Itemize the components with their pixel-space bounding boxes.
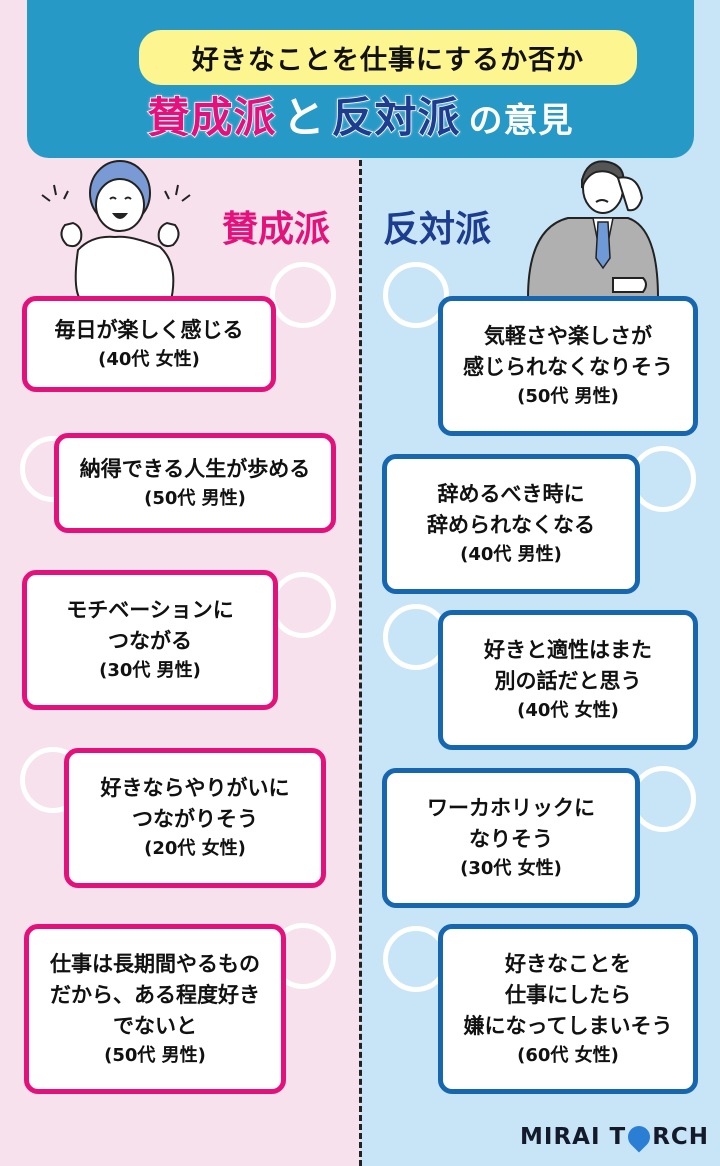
- respondent: (20代 女性): [144, 838, 246, 859]
- opinion-text: 仕事は長期間やるもの: [50, 951, 260, 976]
- title-pro: 賛成派: [147, 92, 277, 143]
- con-opinion-card: 辞めるべき時に 辞められなくなる (40代 男性): [382, 454, 640, 594]
- con-opinion-card: ワーカホリックに なりそう (30代 女性): [382, 768, 640, 908]
- respondent: (40代 女性): [517, 700, 619, 721]
- logo-text-right: RCH: [652, 1124, 710, 1150]
- opinion-text: 別の話だと思う: [494, 669, 642, 693]
- title-con: 反対派: [331, 92, 461, 143]
- respondent: (40代 女性): [98, 348, 200, 370]
- title-suffix: の意見: [468, 101, 574, 141]
- respondent: (30代 女性): [460, 858, 562, 879]
- header-banner: 好きなことを仕事にするか否か 賛成派 と 反対派 の意見: [27, 0, 694, 158]
- opinion-text: つながる: [108, 629, 192, 653]
- opinion-text: 嫌になってしまいそう: [463, 1013, 673, 1038]
- center-dashed-divider: [359, 160, 362, 1166]
- opinion-text: 毎日が楽しく感じる: [54, 317, 244, 342]
- dizzy-face-icon: [383, 262, 449, 328]
- opinion-text: だから、ある程度好き: [50, 982, 260, 1007]
- subtitle: 好きなことを仕事にするか否か: [139, 30, 637, 85]
- opinion-text: 辞められなくなる: [427, 513, 595, 537]
- opinion-text: つながりそう: [132, 807, 258, 831]
- pro-opinion-card: 仕事は長期間やるもの だから、ある程度好き でないと (50代 男性): [24, 924, 286, 1094]
- con-label: 反対派: [383, 209, 492, 250]
- opinion-text: モチベーションに: [66, 598, 234, 622]
- pro-label: 賛成派: [222, 209, 331, 250]
- logo-text-left: MIRAI T: [520, 1124, 627, 1150]
- opinion-text: 好きなことを: [505, 951, 631, 976]
- opinion-text: 納得できる人生が歩める: [79, 456, 311, 481]
- respondent: (30代 男性): [99, 660, 201, 681]
- opinion-text: でないと: [113, 1013, 197, 1038]
- page-title: 賛成派 と 反対派 の意見: [27, 84, 694, 154]
- opinion-text: 感じられなくなりそう: [463, 355, 673, 379]
- pro-opinion-card: 好きならやりがいに つながりそう (20代 女性): [64, 748, 326, 888]
- con-opinion-card: 好きなことを 仕事にしたら 嫌になってしまいそう (60代 女性): [438, 924, 698, 1094]
- respondent: (60代 女性): [517, 1044, 619, 1066]
- smile-face-icon: [270, 572, 336, 638]
- happy-woman-illustration: [41, 160, 191, 305]
- opinion-text: 好きならやりがいに: [100, 776, 290, 800]
- opinion-text: 好きと適性はまた: [484, 638, 652, 662]
- mirai-torch-logo: MIRAI T RCH: [520, 1121, 710, 1153]
- respondent: (50代 男性): [104, 1044, 206, 1066]
- opinion-text: 気軽さや楽しさが: [484, 324, 652, 348]
- con-opinion-card: 好きと適性はまた 別の話だと思う (40代 女性): [438, 610, 698, 750]
- torch-flame-icon: [623, 1121, 655, 1153]
- respondent: (50代 男性): [517, 386, 619, 407]
- opinion-text: ワーカホリックに: [427, 796, 595, 820]
- respondent: (50代 男性): [144, 487, 246, 509]
- title-and: と: [282, 93, 326, 142]
- opinion-text: 辞めるべき時に: [437, 482, 585, 506]
- opinion-text: 仕事にしたら: [505, 982, 631, 1007]
- pro-opinion-card: 毎日が楽しく感じる (40代 女性): [22, 296, 276, 392]
- smile-face-icon: [270, 262, 336, 328]
- pro-opinion-card: 納得できる人生が歩める (50代 男性): [54, 433, 336, 533]
- con-opinion-card: 気軽さや楽しさが 感じられなくなりそう (50代 男性): [438, 296, 698, 436]
- opinion-text: なりそう: [469, 827, 553, 851]
- pro-opinion-card: モチベーションに つながる (30代 男性): [22, 570, 278, 710]
- troubled-man-illustration: [526, 160, 660, 298]
- respondent: (40代 男性): [460, 544, 562, 565]
